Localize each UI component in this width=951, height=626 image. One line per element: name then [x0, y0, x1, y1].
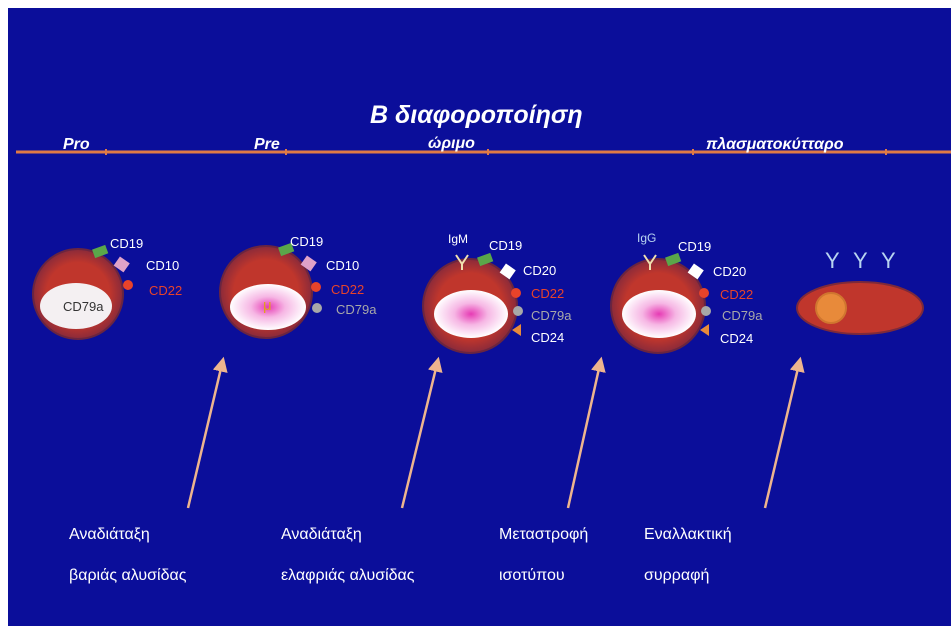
switched-cd24-label: CD24	[720, 331, 753, 346]
stage-pro-label: Pro	[63, 136, 90, 154]
transition-3-line2: ισοτύπου	[499, 567, 565, 585]
mature-cd24-label: CD24	[531, 330, 564, 345]
mature-b-cell	[423, 253, 523, 353]
transition-4-line1: Εναλλακτική	[644, 526, 732, 544]
mature-cd79a-label: CD79a	[531, 308, 571, 323]
cd79a-receptor	[701, 306, 711, 316]
transition-1-line2: βαριάς αλυσίδας	[69, 567, 186, 585]
pro-cd79a-label: CD79a	[63, 299, 103, 314]
transition-4-line2: συρραφή	[644, 567, 709, 585]
switched-cd19-label: CD19	[678, 239, 711, 254]
switched-b-cell	[611, 253, 711, 353]
switched-igg-label: IgG	[637, 231, 656, 245]
transition-arrow	[188, 364, 222, 508]
switched-cd20-label: CD20	[713, 264, 746, 279]
antibodies-label: Y Y Y	[825, 248, 900, 274]
slide: Β διαφοροποίηση Pro Pre ώριμο πλασματοκύ…	[8, 8, 951, 626]
transition-1-line1: Αναδιάταξη	[69, 526, 150, 544]
pro-cd10-label: CD10	[146, 258, 179, 273]
stage-plasma-label: πλασματοκύτταρο	[706, 136, 843, 154]
pre-b-cell	[220, 243, 322, 338]
stage-pre-label: Pre	[254, 136, 280, 154]
pre-cd10-label: CD10	[326, 258, 359, 273]
mu-chain-label: μ	[263, 297, 272, 314]
pro-b-cell	[33, 245, 133, 339]
cd79a-receptor	[312, 303, 322, 313]
pre-cd22-label: CD22	[331, 282, 364, 297]
cd22-receptor	[123, 280, 133, 290]
cd22-receptor	[311, 282, 321, 292]
diagram-title: Β διαφοροποίηση	[370, 101, 583, 130]
transition-arrow	[402, 364, 437, 508]
pro-cd22-label: CD22	[149, 283, 182, 298]
mature-cd19-label: CD19	[489, 238, 522, 253]
transition-3-line1: Μεταστροφή	[499, 526, 588, 544]
mature-cd22-label: CD22	[531, 286, 564, 301]
pro-cd19-label: CD19	[110, 236, 143, 251]
cd22-receptor	[699, 288, 709, 298]
pre-cd19-label: CD19	[290, 234, 323, 249]
mature-cd20-label: CD20	[523, 263, 556, 278]
transition-2-line1: Αναδιάταξη	[281, 526, 362, 544]
cd22-receptor	[511, 288, 521, 298]
switched-cd22-label: CD22	[720, 287, 753, 302]
stage-mature-label: ώριμο	[428, 135, 475, 153]
pre-cd79a-label: CD79a	[336, 302, 376, 317]
transition-arrow	[765, 364, 799, 508]
transition-arrow	[568, 364, 600, 508]
mature-igm-label: IgM	[448, 232, 468, 246]
cd19-receptor	[92, 245, 108, 258]
cd79a-receptor	[513, 306, 523, 316]
switched-cd79a-label: CD79a	[722, 308, 762, 323]
transition-2-line2: ελαφριάς αλυσίδας	[281, 567, 415, 585]
plasma-cell	[797, 282, 923, 334]
